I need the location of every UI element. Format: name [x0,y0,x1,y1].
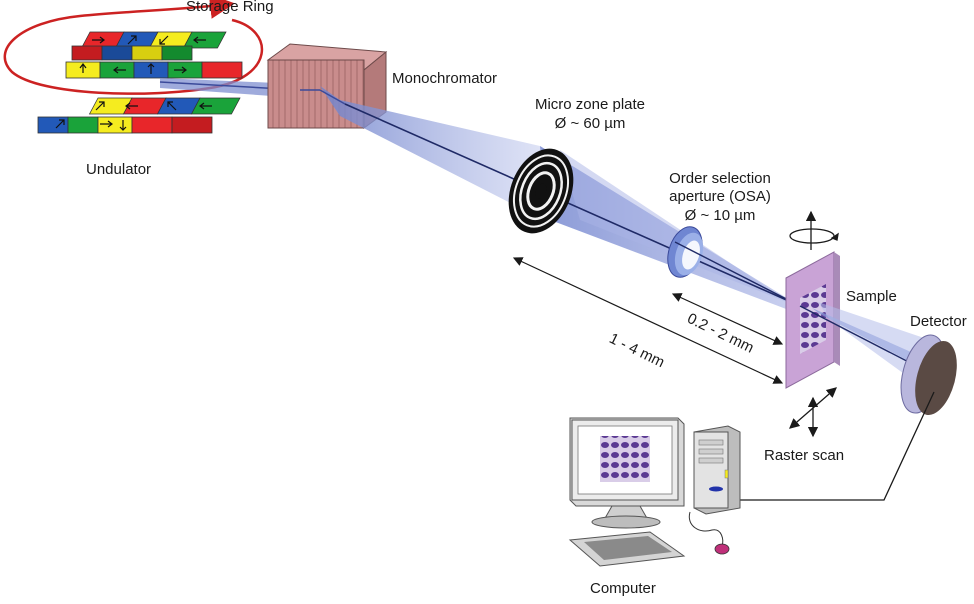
label-raster-scan: Raster scan [764,447,845,464]
dimension-osa-sample [671,293,784,345]
label-osa-line1: Order selection [669,170,771,187]
computer [568,417,741,567]
mouse [688,511,730,555]
keyboard [568,531,686,567]
label-monochromator: Monochromator [392,70,498,87]
label-zone-plate-title: Micro zone plate [534,96,646,113]
storage-ring [3,0,264,95]
monitor-image [600,436,650,482]
label-detector: Detector [910,313,967,330]
beam-to-zone-plate [320,86,540,218]
sample [785,251,840,389]
monochromator [266,43,388,129]
lower-undulator [37,97,241,134]
storage-ring-arrow [3,0,264,95]
label-sample: Sample [846,288,897,305]
sample-motion-axes [789,210,839,438]
beam-incoming [160,78,300,98]
dimension-zp-sample [512,257,784,384]
computer-tower [693,425,741,515]
label-computer: Computer [590,580,656,597]
label-storage-ring: Storage Ring [186,0,274,15]
label-zone-plate-size: Ø ~ 60 µm [554,115,626,132]
zone-plate [508,148,574,234]
label-undulator: Undulator [86,161,152,178]
upper-undulator [65,31,243,79]
detector-cable [740,391,935,501]
label-osa-size: Ø ~ 10 µm [684,207,756,224]
sample-pattern [800,284,826,354]
monitor [569,417,685,529]
label-osa-line2: aperture (OSA) [669,188,771,205]
